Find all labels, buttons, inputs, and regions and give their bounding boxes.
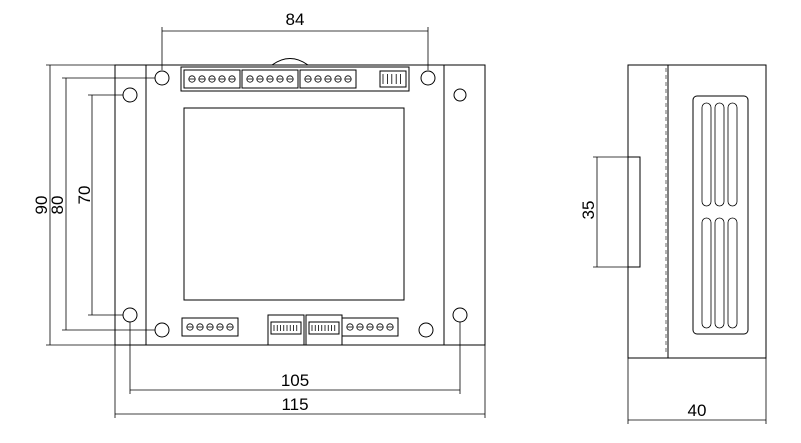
side-housing: [627, 64, 767, 359]
bottom-terminal-block-2-screw: [386, 323, 394, 331]
bottom-dip-housing: [267, 314, 305, 346]
top-terminal-block-2: [241, 69, 299, 89]
bottom-dip-switch-1: [267, 314, 305, 346]
bottom-terminal-block-1-screw: [226, 323, 234, 331]
bottom-terminal-block-1-screw: [196, 323, 204, 331]
mounting-hole-bottom-right-inner: [418, 322, 434, 338]
top-terminal-strip: [180, 66, 410, 92]
bottom-terminal-block-1-screw: [186, 323, 194, 331]
top-dip-switch-1-body: [379, 70, 407, 88]
mounting-hole-bottom-left-outer: [122, 307, 138, 323]
top-latch: [271, 58, 309, 66]
vent-slot-lower: [714, 217, 725, 329]
dimension-84-label: 84: [286, 10, 305, 29]
dimension-70-label: 70: [75, 186, 94, 205]
vent-slot-upper: [714, 102, 725, 207]
front-view: 84 90 80 70 105: [32, 10, 486, 418]
mounting-hole-top-left-inner: [154, 70, 170, 86]
display-window: [183, 107, 405, 301]
bottom-dip-switch-2-sliders-body: [308, 321, 340, 335]
top-terminal-block-3-screw: [324, 75, 332, 83]
vent-panel: [692, 95, 749, 335]
dimension-90: 90: [32, 64, 115, 346]
bottom-terminal-block-2-screw: [356, 323, 364, 331]
mounting-hole-bottom-right-outer: [452, 307, 468, 323]
top-terminal-block-1-screw: [228, 75, 236, 83]
bottom-terminal-block-2-screw: [346, 323, 354, 331]
dimension-115: 115: [114, 345, 486, 418]
vent-slots: [701, 102, 738, 329]
mounting-hole-top-right-inner: [420, 70, 436, 86]
vent-slot-upper: [701, 102, 712, 207]
top-terminal-block-1-screw: [188, 75, 196, 83]
dimension-84: 84: [161, 10, 429, 70]
dimension-80-label: 80: [48, 196, 67, 215]
mounting-hole-top-right-outer: [453, 88, 467, 102]
housing-outline: [114, 64, 486, 346]
bottom-terminal-block-1-body: [181, 317, 239, 337]
bottom-dip-housing: [305, 314, 343, 346]
vent-slot-lower: [701, 217, 712, 329]
bottom-terminal-block-2-screw: [366, 323, 374, 331]
dimension-40: 40: [627, 358, 767, 424]
vent-slot-upper: [727, 102, 738, 207]
top-dip-switch-1: [379, 70, 407, 88]
dimension-105-label: 105: [281, 371, 309, 390]
bottom-dip-switches: [267, 314, 343, 346]
bottom-dip-switch-2: [305, 314, 343, 346]
bottom-dip-switch-2-sliders: [308, 321, 340, 335]
top-terminal-block-3-screw: [314, 75, 322, 83]
top-terminal-block-3-screw: [334, 75, 342, 83]
bottom-terminal-block-2-screw: [376, 323, 384, 331]
dimension-70: 70: [75, 94, 123, 316]
vent-slot-lower: [727, 217, 738, 329]
top-terminal-blocks: [183, 69, 357, 89]
top-terminal-block-1-screw: [218, 75, 226, 83]
din-rail-clip: [628, 156, 641, 268]
dimension-105: 105: [129, 322, 461, 394]
top-terminal-block-2-screw: [246, 75, 254, 83]
top-dip-switch: [379, 70, 407, 88]
bottom-terminal-block-1-screw: [206, 323, 214, 331]
top-terminal-block-1-screw: [198, 75, 206, 83]
top-terminal-block-3-screw: [304, 75, 312, 83]
top-terminal-block-2-screw: [266, 75, 274, 83]
top-terminal-block-3-body: [299, 69, 357, 89]
mounting-hole-bottom-left-inner: [154, 322, 170, 338]
dimension-90-label: 90: [32, 196, 51, 215]
bottom-dip-switch-1-sliders: [270, 321, 302, 335]
dimension-80: 80: [48, 77, 155, 331]
top-terminal-block-3-screw: [344, 75, 352, 83]
side-view: 35 40: [579, 64, 767, 424]
top-terminal-block-2-body: [241, 69, 299, 89]
top-terminal-block-2-screw: [256, 75, 264, 83]
dimension-35-label: 35: [579, 201, 598, 220]
bottom-terminal-block-1: [181, 317, 239, 337]
top-terminal-block-2-screw: [276, 75, 284, 83]
top-terminal-block-2-screw: [286, 75, 294, 83]
top-terminal-block-1-body: [183, 69, 241, 89]
bottom-terminal-block-1-screw: [216, 323, 224, 331]
bottom-dip-switch-1-sliders-body: [270, 321, 302, 335]
dimension-115-label: 115: [281, 395, 308, 414]
dimension-40-label: 40: [688, 401, 707, 420]
top-terminal-block-3: [299, 69, 357, 89]
mounting-hole-top-left-outer: [122, 87, 138, 103]
top-terminal-block-1-screw: [208, 75, 216, 83]
top-terminal-block-1: [183, 69, 241, 89]
dimension-35: 35: [579, 156, 628, 268]
bottom-terminal-block-2: [341, 317, 399, 337]
